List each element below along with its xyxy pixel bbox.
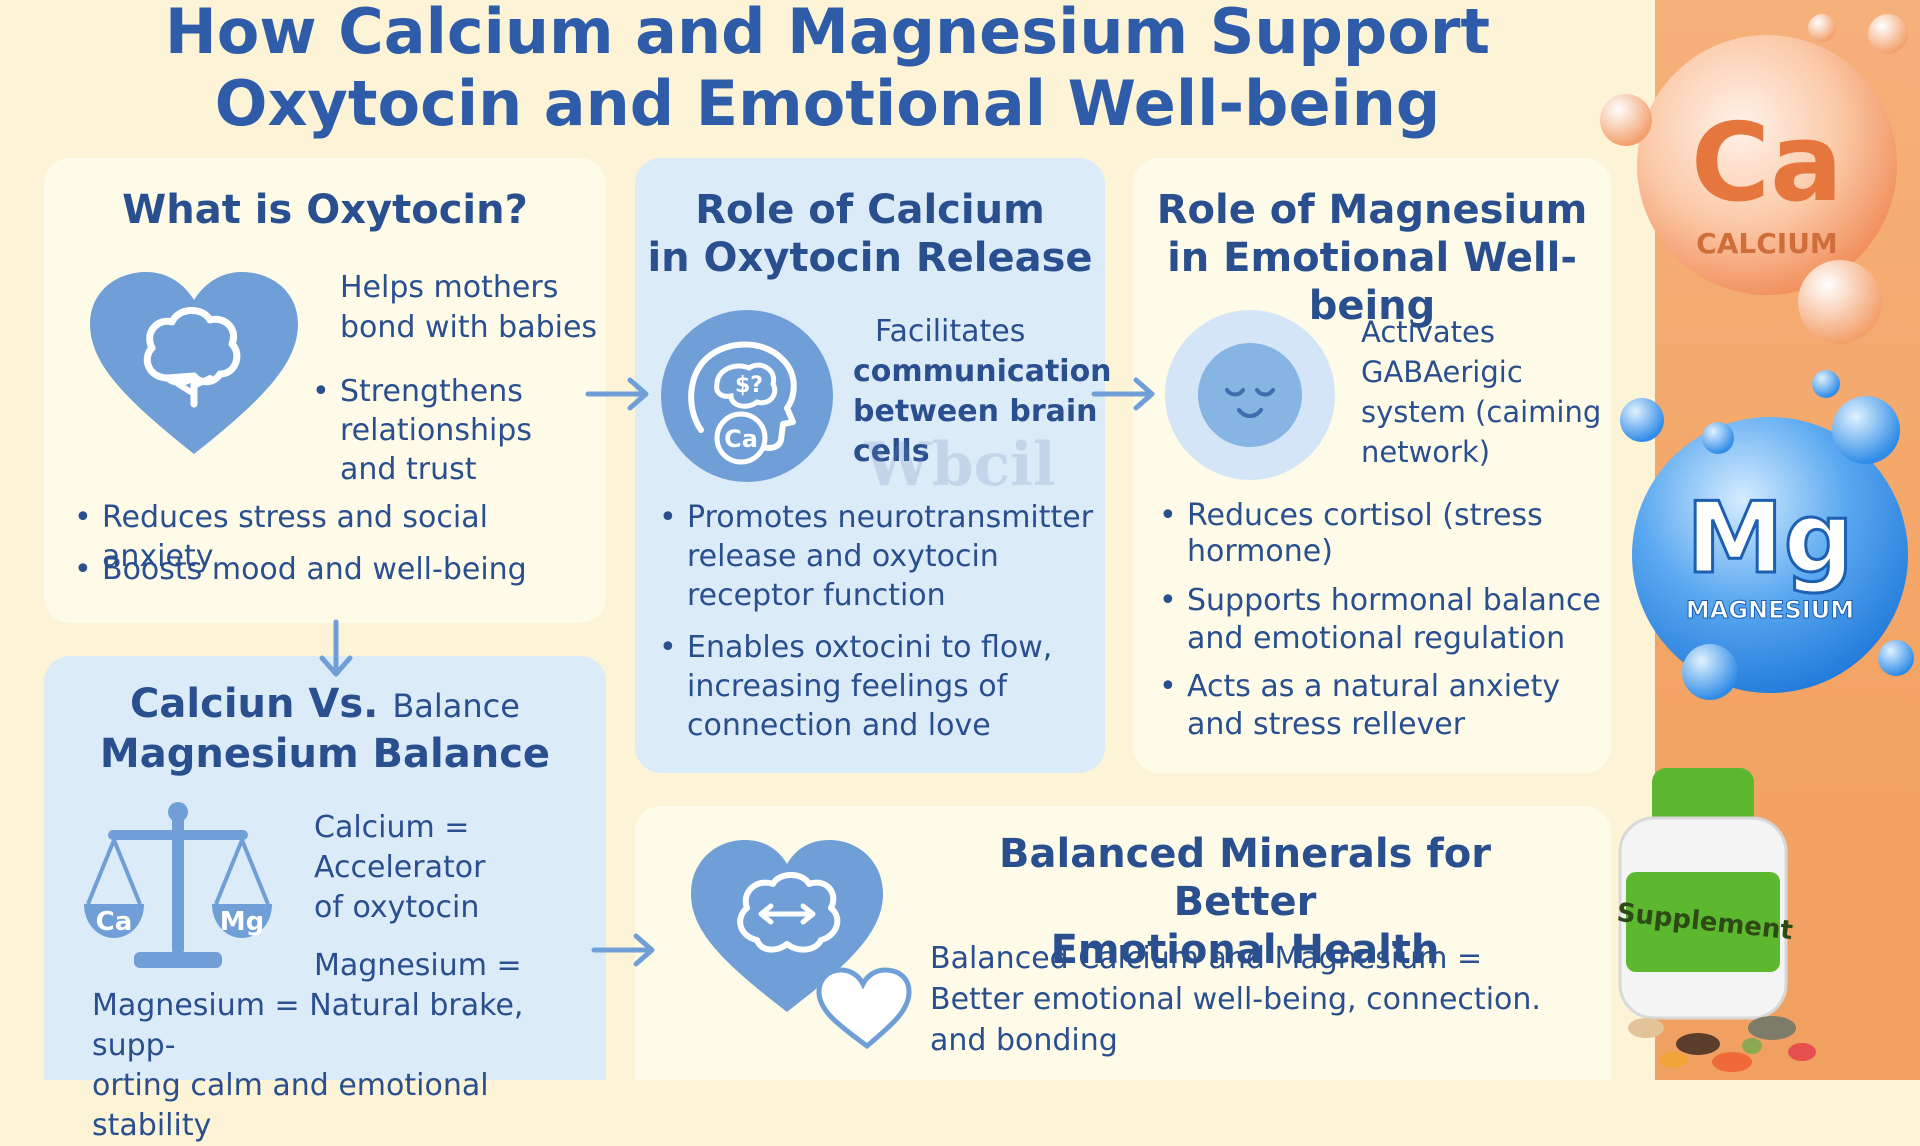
head-calcium-label: Ca (724, 425, 758, 453)
head-calcium-icon: $? Ca (661, 310, 833, 482)
magnesium-card-title: Role of Magnesium in Emotional Well-bein… (1156, 187, 1588, 329)
calcium-bullet1: Promotes neurotransmitter release and ox… (659, 498, 1093, 615)
oxytocin-card: What is Oxytocin? Helps mothers bond wit… (44, 158, 606, 623)
magnesium-name: MAGNESIUM (1686, 596, 1854, 624)
oxytocin-point2: Strengthens relationships and trust (312, 372, 532, 489)
page-title-line2: Oxytocin and Emotional Well-being (214, 67, 1441, 140)
scale-mg-label: Mg (220, 907, 264, 937)
summary-card: Balanced Minerals for Better Emotional H… (635, 806, 1611, 1080)
arrow-down-icon (319, 619, 353, 677)
supplement-bottle-icon: Supplement (1615, 768, 1816, 1072)
calcium-facilitates: Facilitates communication between brain … (853, 314, 1112, 469)
balance-card-title: Calciun Vs. Balance Magnesium Balance (99, 681, 551, 777)
magnesium-card: Role of Magnesium in Emotional Well-bein… (1133, 158, 1611, 773)
watermark-logo: Wbcil (864, 430, 1056, 500)
calm-face-icon (1165, 310, 1335, 480)
oxytocin-card-title: What is Oxytocin? (122, 187, 528, 233)
summary-text: Balanced Calcium and Magnesium = Better … (930, 941, 1541, 1058)
page-title: How Calcium and Magnesium Support Oxytoc… (0, 0, 1655, 140)
magnesium-bullet3: Acts as a natural anxiety and stress rel… (1159, 668, 1560, 744)
magnesium-bullet2: Supports hormonal balance and emotional … (1159, 582, 1601, 658)
calcium-sphere-icon: Ca CALCIUM (1600, 14, 1908, 344)
magnesium-activates: Activates GABAerigic system (caiming net… (1361, 315, 1602, 469)
page-title-line1: How Calcium and Magnesium Support (164, 0, 1491, 68)
oxytocin-point1: Helps mothers bond with babies (340, 270, 598, 345)
scale-ca-label: Ca (96, 907, 133, 937)
balance-magnesium-label: Magnesium = (314, 948, 522, 983)
calcium-bullet2: Enables oxtocini to flow, increasing fee… (659, 628, 1052, 745)
calcium-name: CALCIUM (1696, 227, 1838, 260)
heart-brain-icon (90, 272, 298, 454)
balance-card: Calciun Vs. Balance Magnesium Balance Ca… (44, 656, 606, 1143)
arrow-right-icon (591, 933, 655, 967)
magnesium-bullet1: Reduces cortisol (stress hormone) (1159, 498, 1543, 570)
scale-icon: Ca Mg (84, 802, 272, 968)
magnesium-sphere-icon: Mg MAGNESIUM (1620, 370, 1914, 700)
balance-magnesium-text: Magnesium = Natural brake, supp- orting … (92, 988, 524, 1143)
oxytocin-bullet4: Boosts mood and well-being (74, 550, 527, 589)
heart-brain-icon (691, 840, 912, 1050)
calcium-card-title: Role of Calcium in Oxytocin Release (647, 187, 1093, 281)
arrow-right-icon (585, 377, 649, 411)
calcium-symbol: Ca (1691, 101, 1843, 226)
svg-text:$?: $? (735, 373, 763, 398)
summary-card-title: Balanced Minerals for Better Emotional H… (999, 831, 1491, 973)
arrow-right-icon (1091, 377, 1155, 411)
balance-calcium-text: Calcium = Accelerator of oxytocin (314, 810, 486, 925)
calcium-card: Role of Calcium in Oxytocin Release $? C… (635, 158, 1112, 773)
magnesium-symbol: Mg (1686, 482, 1854, 596)
